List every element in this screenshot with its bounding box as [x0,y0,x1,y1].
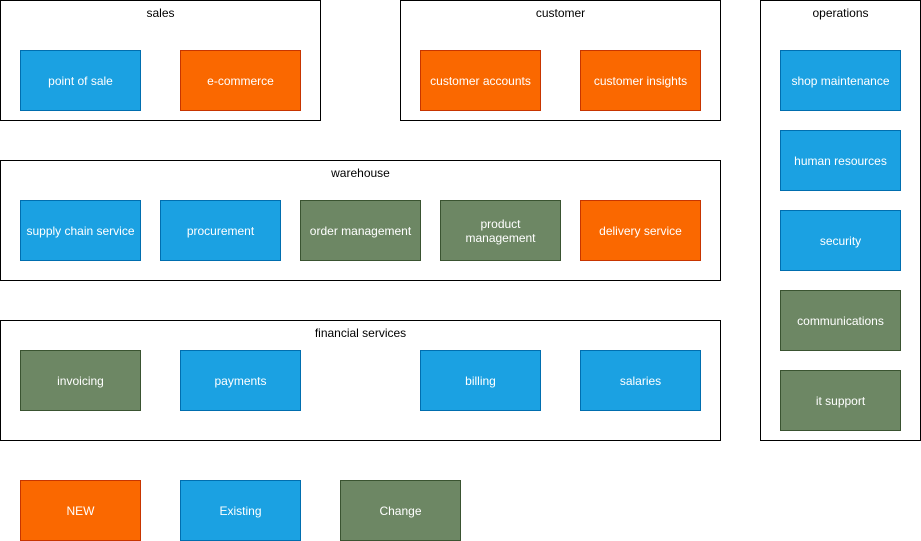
service-order-management: order management [300,200,421,261]
service-communications: communications [780,290,901,351]
service-salaries: salaries [580,350,701,411]
group-title-warehouse: warehouse [331,166,390,180]
service-procurement: procurement [160,200,281,261]
service-customer-insights: customer insights [580,50,701,111]
group-title-customer: customer [535,6,586,20]
service-point-of-sale: point of sale [20,50,141,111]
service-product-management: product management [440,200,561,261]
service-invoicing: invoicing [20,350,141,411]
service-supply-chain: supply chain service [20,200,141,261]
group-title-operations: operations [812,6,869,20]
group-title-sales: sales [146,6,175,20]
service-security: security [780,210,901,271]
service-billing: billing [420,350,541,411]
service-customer-accounts: customer accounts [420,50,541,111]
legend-existing: Existing [180,480,301,541]
legend-new: NEW [20,480,141,541]
service-delivery: delivery service [580,200,701,261]
service-shop-maintenance: shop maintenance [780,50,901,111]
service-payments: payments [180,350,301,411]
group-title-financial-services: financial services [314,326,407,340]
service-e-commerce: e-commerce [180,50,301,111]
service-it-support: it support [780,370,901,431]
service-human-resources: human resources [780,130,901,191]
legend-change: Change [340,480,461,541]
